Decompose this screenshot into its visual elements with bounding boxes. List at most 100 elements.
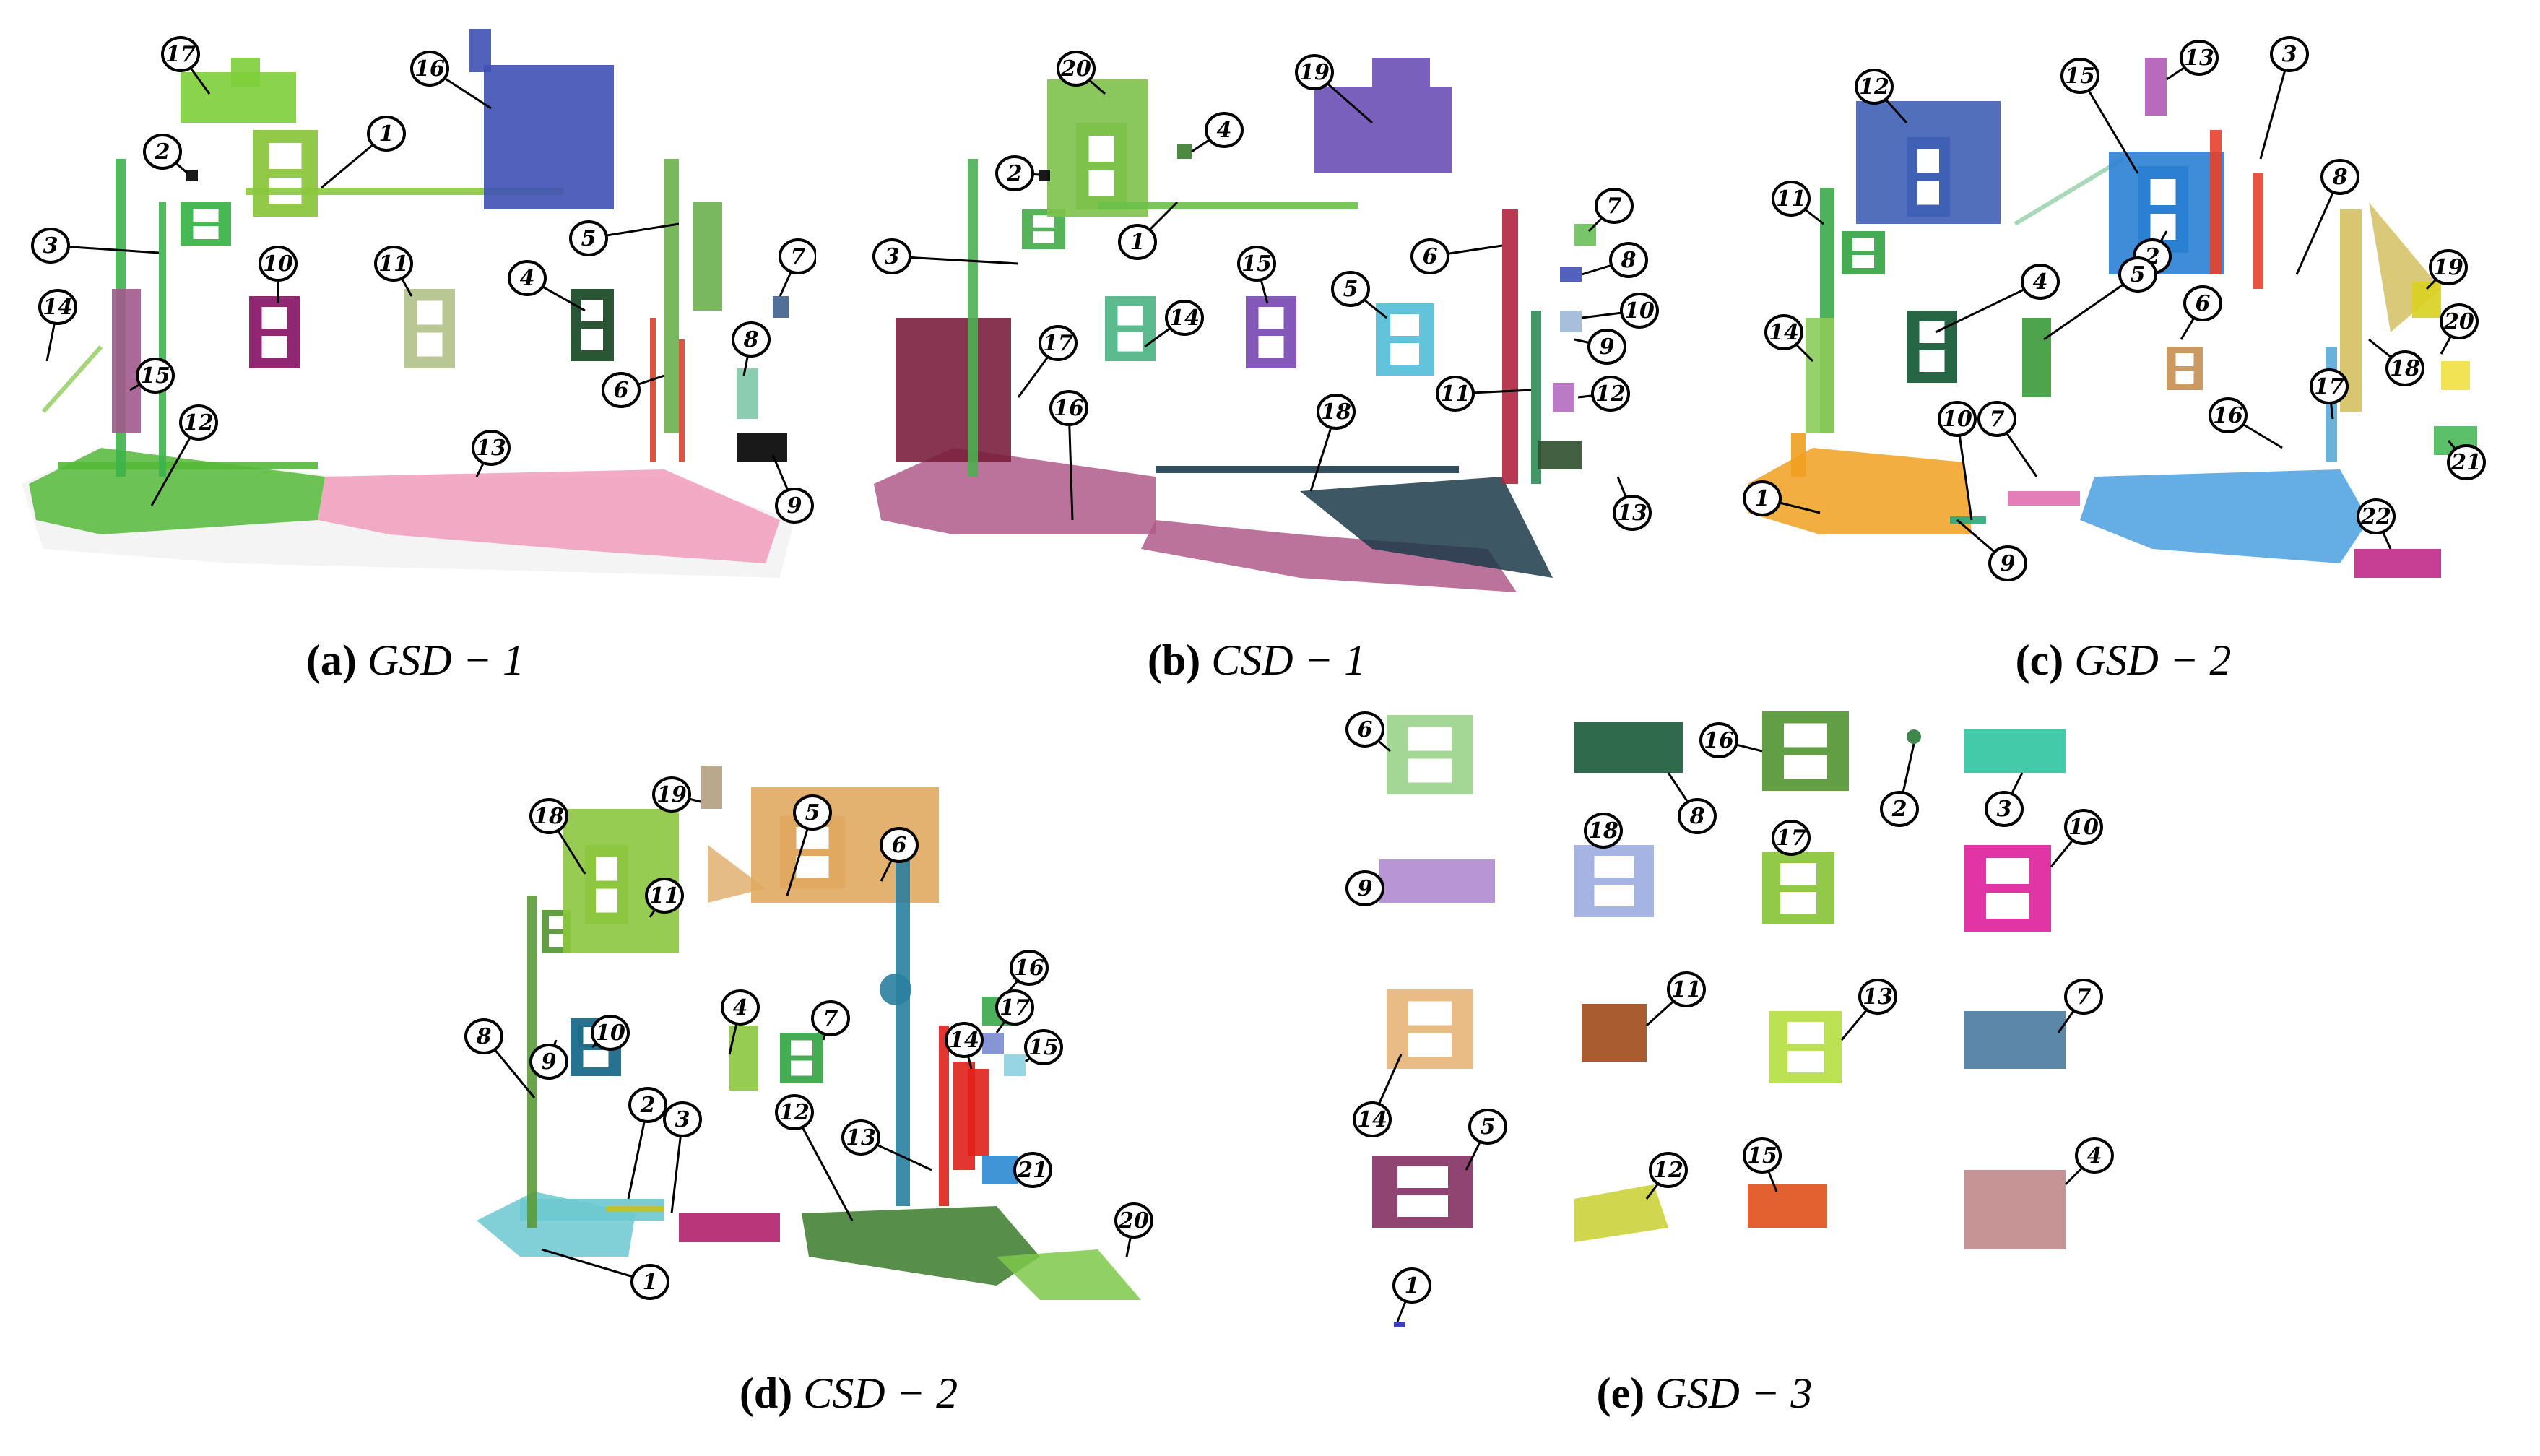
segment-9 xyxy=(737,433,787,462)
svg-text:14: 14 xyxy=(1357,1107,1387,1132)
segment-label-2: 2 xyxy=(1880,743,1919,827)
segment-label-15: 15 xyxy=(1024,1029,1063,1065)
svg-text:10: 10 xyxy=(1942,407,1972,432)
svg-text:6: 6 xyxy=(892,833,907,858)
svg-text:10: 10 xyxy=(263,251,293,277)
svg-text:21: 21 xyxy=(1017,1158,1048,1183)
segment-15 xyxy=(112,289,141,433)
segment-9 xyxy=(1950,516,1986,524)
segment-15 xyxy=(1004,1054,1026,1076)
segment-4 xyxy=(571,289,614,361)
caption-b-letter: (b) xyxy=(1147,636,1201,684)
svg-text:12: 12 xyxy=(1859,74,1889,100)
svg-text:12: 12 xyxy=(183,410,214,436)
segment-label-10: 10 xyxy=(259,246,298,303)
svg-text:14: 14 xyxy=(1169,306,1200,331)
segment-label-3: 3 xyxy=(1985,772,2024,827)
segment-label-18: 18 xyxy=(2368,338,2424,386)
svg-text:7: 7 xyxy=(1990,407,2005,432)
svg-text:19: 19 xyxy=(2433,255,2463,280)
segment-1 xyxy=(1098,202,1358,209)
segment-label-3: 3 xyxy=(31,228,160,264)
segment-label-4: 4 xyxy=(508,260,586,312)
segment-6 xyxy=(1387,715,1473,794)
segment-11 xyxy=(404,289,455,368)
segment-5 xyxy=(2022,318,2051,397)
segment-20 xyxy=(1047,79,1148,217)
segment-7 xyxy=(780,1033,823,1083)
segment-label-11: 11 xyxy=(374,246,413,297)
segment-3 xyxy=(1964,729,2066,773)
svg-text:11: 11 xyxy=(378,251,409,277)
segment-label-6: 6 xyxy=(602,372,665,408)
segment-15 xyxy=(1748,1184,1827,1228)
segment-label-8: 8 xyxy=(1581,242,1648,278)
segment-label-21: 21 xyxy=(1013,1152,1052,1188)
svg-text:8: 8 xyxy=(476,1024,492,1049)
caption-c-name: GSD − 2 xyxy=(2074,636,2232,684)
segment-label-5: 5 xyxy=(2043,256,2157,341)
svg-text:14: 14 xyxy=(43,295,73,320)
svg-text:10: 10 xyxy=(1624,298,1655,324)
svg-text:13: 13 xyxy=(846,1125,876,1150)
segment-5 xyxy=(664,159,722,433)
segment-3 xyxy=(679,1213,780,1242)
segment-label-5: 5 xyxy=(569,220,680,256)
svg-text:4: 4 xyxy=(2033,269,2048,295)
svg-text:18: 18 xyxy=(1321,399,1351,425)
segment-2 xyxy=(186,170,198,181)
svg-text:3: 3 xyxy=(2282,42,2297,67)
segment-label-16: 16 xyxy=(1049,390,1088,521)
svg-text:15: 15 xyxy=(1241,251,1272,277)
segment-16 xyxy=(874,448,1517,592)
svg-text:21: 21 xyxy=(2450,450,2482,475)
segment-13 xyxy=(1538,441,1582,469)
segment-12 xyxy=(1856,101,2001,224)
svg-text:15: 15 xyxy=(140,363,170,389)
segment-label-13: 13 xyxy=(472,430,511,477)
svg-text:5: 5 xyxy=(2131,262,2146,287)
svg-text:2: 2 xyxy=(1007,161,1023,186)
svg-text:4: 4 xyxy=(520,266,535,291)
segment-2 xyxy=(1039,170,1050,181)
svg-text:3: 3 xyxy=(1997,797,2012,822)
segment-label-13: 13 xyxy=(1613,476,1652,531)
segment-12 xyxy=(1574,1184,1668,1242)
svg-text:6: 6 xyxy=(1423,244,1438,269)
segment-label-9: 9 xyxy=(1345,870,1384,906)
caption-d: (d) CSD − 2 xyxy=(632,1369,1065,1418)
segment-label-6: 6 xyxy=(1345,711,1391,753)
segment-label-22: 22 xyxy=(2357,498,2396,550)
svg-text:12: 12 xyxy=(779,1100,810,1125)
segment-6 xyxy=(1502,209,1518,484)
svg-text:1: 1 xyxy=(643,1270,658,1295)
segment-17 xyxy=(181,58,296,123)
segment-17 xyxy=(896,318,1011,462)
segment-1 xyxy=(477,1192,664,1257)
svg-text:10: 10 xyxy=(2068,815,2099,840)
segment-label-8: 8 xyxy=(2295,159,2359,275)
segment-label-2: 2 xyxy=(995,155,1041,191)
svg-text:13: 13 xyxy=(2184,46,2214,71)
svg-text:8: 8 xyxy=(1621,248,1637,273)
svg-text:7: 7 xyxy=(791,244,806,269)
segment-label-3: 3 xyxy=(663,1101,702,1214)
segment-label-1: 1 xyxy=(541,1248,669,1300)
segment-7 xyxy=(773,296,789,318)
segment-2 xyxy=(607,1206,664,1212)
segment-label-20: 20 xyxy=(2440,303,2479,355)
svg-text:4: 4 xyxy=(733,995,748,1020)
segment-label-17: 17 xyxy=(995,989,1034,1034)
segment-18 xyxy=(1574,845,1654,917)
segment-7 xyxy=(1964,1011,2066,1069)
svg-text:5: 5 xyxy=(805,800,820,826)
segment-label-12: 12 xyxy=(1577,376,1630,412)
segment-label-11: 11 xyxy=(645,878,684,918)
segment-11 xyxy=(1582,1004,1647,1062)
segment-label-17: 17 xyxy=(1017,325,1078,398)
caption-a-letter: (a) xyxy=(305,636,357,684)
